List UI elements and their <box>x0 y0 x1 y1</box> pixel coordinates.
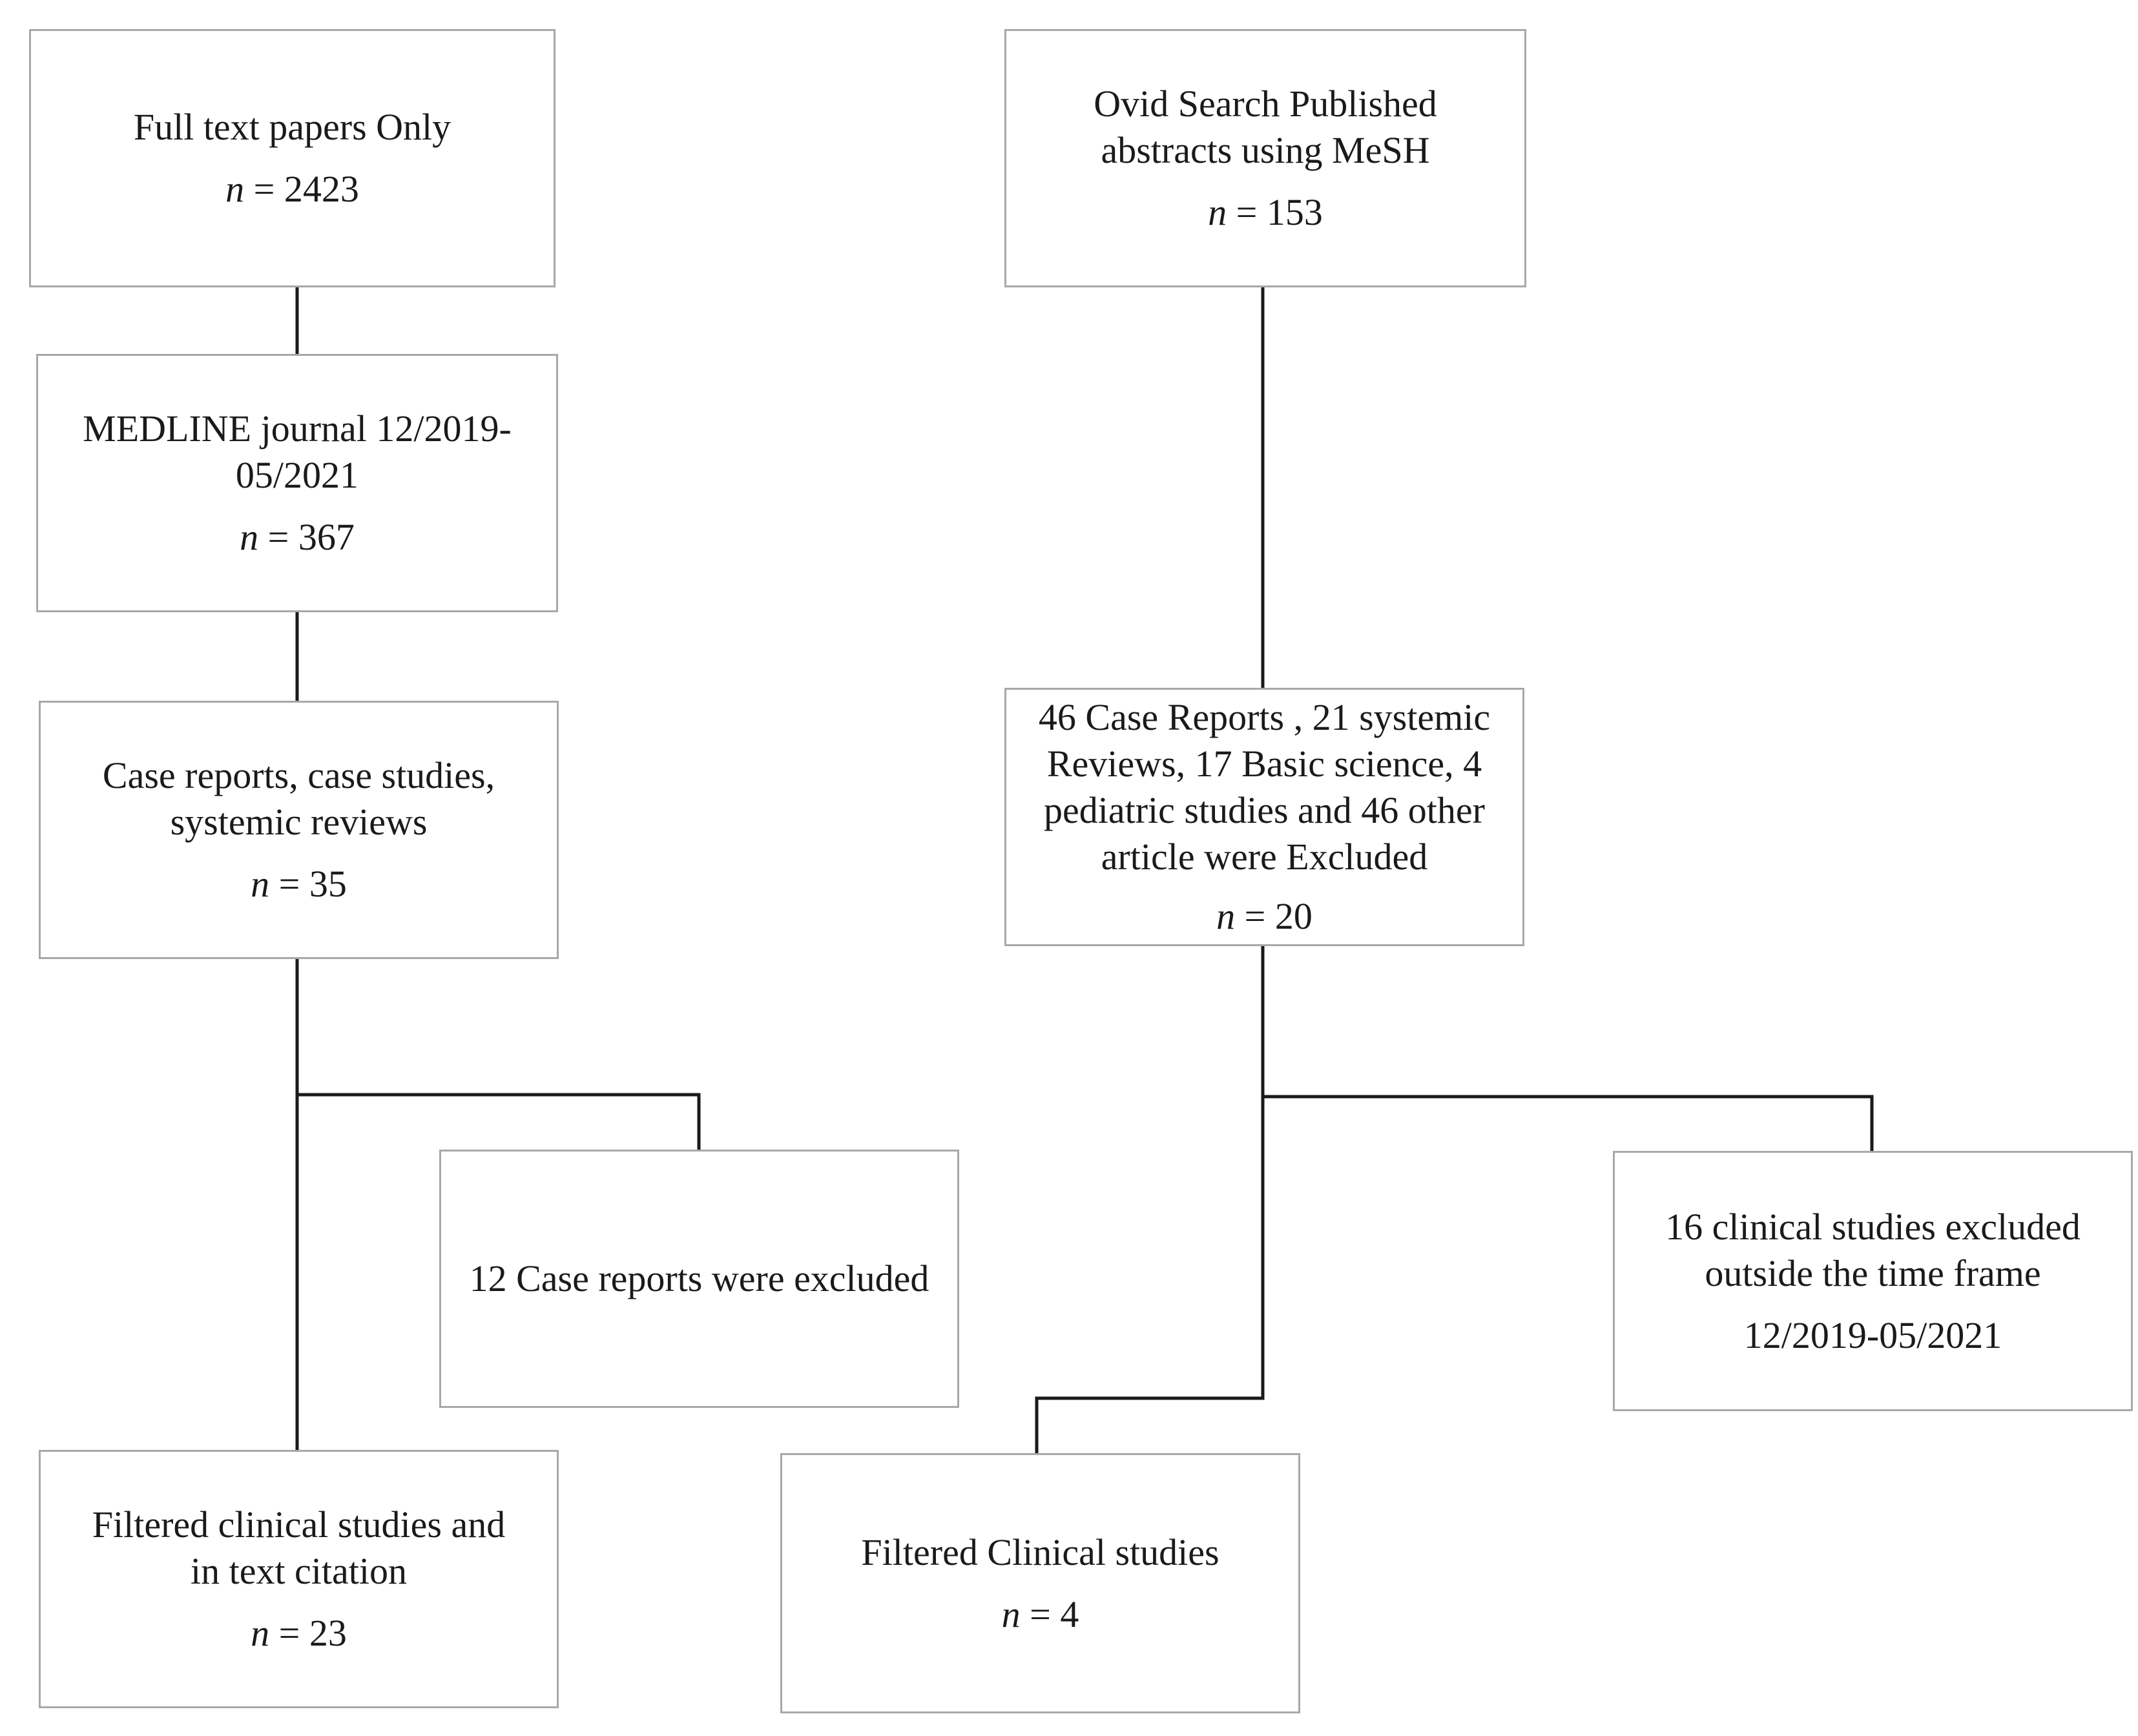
n-symbol: n <box>240 516 259 558</box>
n-symbol: n <box>225 168 245 210</box>
box-full-text-papers: Full text papers Only n = 2423 <box>29 29 555 287</box>
box-case-reports: Case reports, case studies, systemic rev… <box>39 701 559 959</box>
n-symbol: n <box>251 863 270 905</box>
box-label: MEDLINE journal 12/2019- 05/2021 <box>83 408 512 496</box>
count-value: = 4 <box>1030 1593 1079 1635</box>
box-label: Filtered clinical studies and in text ci… <box>92 1504 506 1592</box>
box-count: n = 4 <box>1002 1591 1079 1638</box>
count-value: = 153 <box>1236 191 1323 233</box>
box-medline-journal: MEDLINE journal 12/2019- 05/2021 n = 367 <box>36 354 558 612</box>
n-symbol: n <box>1208 191 1227 233</box>
count-value: = 2423 <box>253 168 359 210</box>
box-excluded-case-reports: 12 Case reports were excluded <box>439 1150 959 1408</box>
box-count: n = 23 <box>251 1610 347 1657</box>
box-excluded-timeframe: 16 clinical studies excluded outside the… <box>1613 1151 2133 1411</box>
connector-branch-to-excluded-case-reports <box>297 1093 701 1150</box>
count-value: = 20 <box>1244 895 1313 937</box>
box-count: n = 367 <box>240 514 355 561</box>
box-label: Full text papers Only <box>133 106 451 148</box>
box-filtered-clinical-left: Filtered clinical studies and in text ci… <box>39 1450 559 1708</box>
box-label: Case reports, case studies, systemic rev… <box>102 754 495 843</box>
box-ovid-search: Ovid Search Published abstracts using Me… <box>1004 29 1526 287</box>
box-label: Ovid Search Published abstracts using Me… <box>1094 83 1437 171</box>
count-value: = 367 <box>267 516 355 558</box>
box-label: Filtered Clinical studies <box>861 1531 1219 1573</box>
count-value: = 35 <box>278 863 347 905</box>
box-count: n = 20 <box>1216 893 1313 940</box>
connector-branch-to-excluded-timeframe <box>1263 1095 1874 1151</box>
n-symbol: n <box>251 1612 270 1654</box>
n-symbol: n <box>1001 1593 1021 1635</box>
count-value: = 23 <box>278 1612 347 1654</box>
box-label: 16 clinical studies excluded outside the… <box>1665 1205 2081 1294</box>
box-label: 12 Case reports were excluded <box>469 1257 929 1299</box>
box-filtered-clinical-right: Filtered Clinical studies n = 4 <box>780 1453 1300 1713</box>
box-label: 46 Case Reports , 21 systemic Reviews, 1… <box>1038 696 1491 878</box>
box-count: n = 2423 <box>225 166 359 212</box>
timeframe-range: 12/2019-05/2021 <box>1743 1314 2002 1356</box>
box-count: n = 153 <box>1208 189 1323 236</box>
connector-excluded-mixed-to-filtered <box>1035 946 1265 1453</box>
box-excluded-mixed: 46 Case Reports , 21 systemic Reviews, 1… <box>1004 688 1524 946</box>
box-count: n = 35 <box>251 861 347 907</box>
n-symbol: n <box>1216 895 1236 937</box>
